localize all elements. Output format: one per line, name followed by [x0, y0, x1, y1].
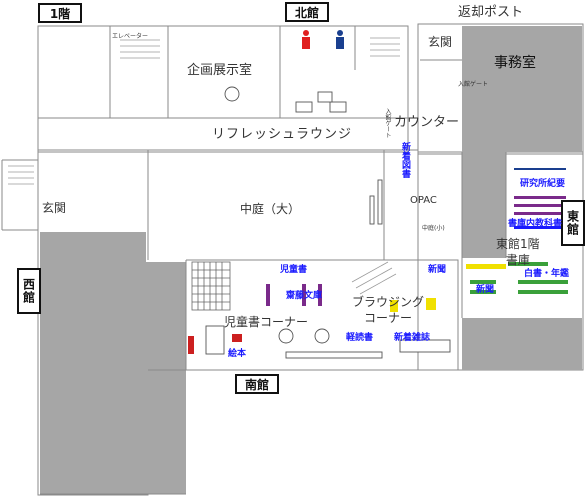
newspaper-label-2: 新聞 — [476, 285, 495, 295]
new-books-label: 新着図書 — [400, 142, 410, 178]
exhibition-room-label: 企画展示室 — [187, 63, 253, 78]
picture-books-label: 絵本 — [228, 349, 247, 359]
childrens-corner-label: 児童書コーナー — [224, 315, 309, 329]
opac-label: OPAC — [410, 195, 437, 206]
furniture — [205, 86, 451, 359]
stairs — [8, 37, 400, 295]
east-gray-strip — [462, 152, 506, 258]
office-area — [462, 26, 582, 152]
research-bulletin-label: 研究所紀要 — [520, 179, 566, 189]
gate-label: 入館ゲート — [458, 81, 489, 88]
male-restroom-icon — [336, 30, 344, 49]
gate-vertical-label: 入館ゲート — [384, 108, 391, 138]
office-label: 事務室 — [494, 55, 536, 71]
east-wing-label: 東館 — [561, 200, 585, 246]
counter-label: カウンター — [394, 115, 460, 130]
west-wing-label: 西館 — [17, 268, 41, 314]
return-post-label: 返却ポスト — [458, 5, 524, 20]
west-entrance-label: 玄関 — [42, 201, 67, 215]
white-papers-label: 白書・年鑑 — [524, 269, 570, 279]
colored-shelves — [188, 168, 568, 354]
west-gray-area — [40, 232, 186, 494]
childrens-books-label: 児童書 — [280, 265, 308, 275]
browsing-corner-label: ブラウジング コーナー — [352, 295, 425, 326]
west-gray-step — [146, 232, 186, 262]
north-wing-label: 北館 — [285, 2, 329, 22]
floor-label: 1階 — [38, 3, 82, 23]
refresh-lounge-label: リフレッシュラウンジ — [212, 127, 353, 142]
north-entrance-label: 玄関 — [428, 35, 453, 49]
south-wing-label: 南館 — [235, 374, 279, 394]
saito-collection-label: 齋藤文庫 — [286, 291, 323, 301]
newspaper-label-1: 新聞 — [428, 265, 447, 275]
children-shelving-grid — [191, 261, 231, 311]
courtyard-large-label: 中庭（大） — [240, 202, 301, 216]
courtyard-small-label: 中庭(小) — [422, 225, 445, 232]
interior-walls — [1, 26, 507, 495]
elevator-label: エレベーター — [112, 33, 149, 40]
light-reading-label: 軽読書 — [346, 333, 374, 343]
new-magazines-label: 新着雑誌 — [394, 333, 431, 343]
female-restroom-icon — [302, 30, 310, 49]
east-stack-label: 東館1階 書庫 — [496, 237, 540, 268]
textbooks-label: 書庫内教科書 — [508, 219, 563, 229]
south-east-gray — [462, 318, 582, 370]
